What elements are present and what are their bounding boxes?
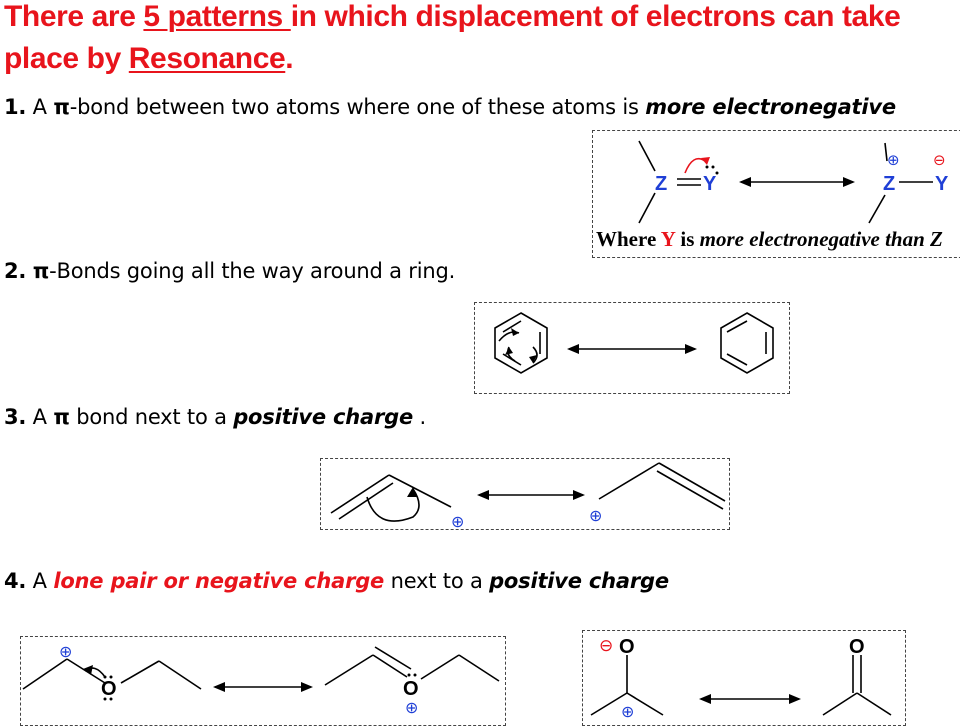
title-line-1: There are 5 patterns in which displaceme… [4,0,901,33]
atom-y-product: Y [935,173,949,195]
title-line-2: place by Resonance. [4,42,294,75]
diagram-4-right-svg: O O ⊖ ⊕ [590,636,892,721]
title-link-patterns: 5 patterns [143,0,291,33]
atom-oxygen-product: O [849,636,865,658]
plus-charge-icon: ⊕ [589,506,602,525]
diagram-1-box: Z Y Z Y ⊕ ⊖ Where Y is more electronegat… [592,130,960,258]
minus-charge-icon: ⊖ [933,151,946,169]
plus-charge-icon: ⊕ [887,151,900,169]
diagram-2-box [474,302,790,394]
plus-charge-icon: ⊕ [405,698,418,717]
atom-oxygen: O [619,636,635,658]
diagram-3-svg: ⊕ ⊕ [330,462,726,530]
atom-z-product: Z [883,173,895,195]
diagram-4-left-svg: O O ⊕ ⊕ [22,642,500,717]
diagram-1-svg: Z Y Z Y ⊕ ⊖ [638,140,949,224]
plus-charge-icon: ⊕ [451,512,464,530]
diagram-2-svg [494,312,774,374]
diagram-3-box: ⊕ ⊕ [320,458,730,530]
diagram-4-box-right: O O ⊖ ⊕ [582,630,906,726]
atom-oxygen: O [101,678,117,700]
title-link-resonance: Resonance [128,42,286,75]
rule-1: 1. A π-bond between two atoms where one … [4,95,896,119]
benzene-right [720,312,774,374]
diagram-1-caption: Where Y is more electronegative than Z [596,227,943,251]
rule-4: 4. A lone pair or negative charge next t… [4,569,669,593]
diagram-4-box-left: O O ⊕ ⊕ [20,636,506,726]
rule-2: 2. π-Bonds going all the way around a ri… [4,259,456,283]
rule-3: 3. A π bond next to a positive charge . [4,405,427,429]
atom-y: Y [703,173,717,195]
atom-z: Z [655,173,667,195]
plus-charge-icon: ⊕ [621,702,634,721]
atom-oxygen-product: O [403,678,419,700]
benzene-left [494,312,548,374]
plus-charge-icon: ⊕ [59,642,72,661]
minus-charge-icon: ⊖ [599,636,613,656]
